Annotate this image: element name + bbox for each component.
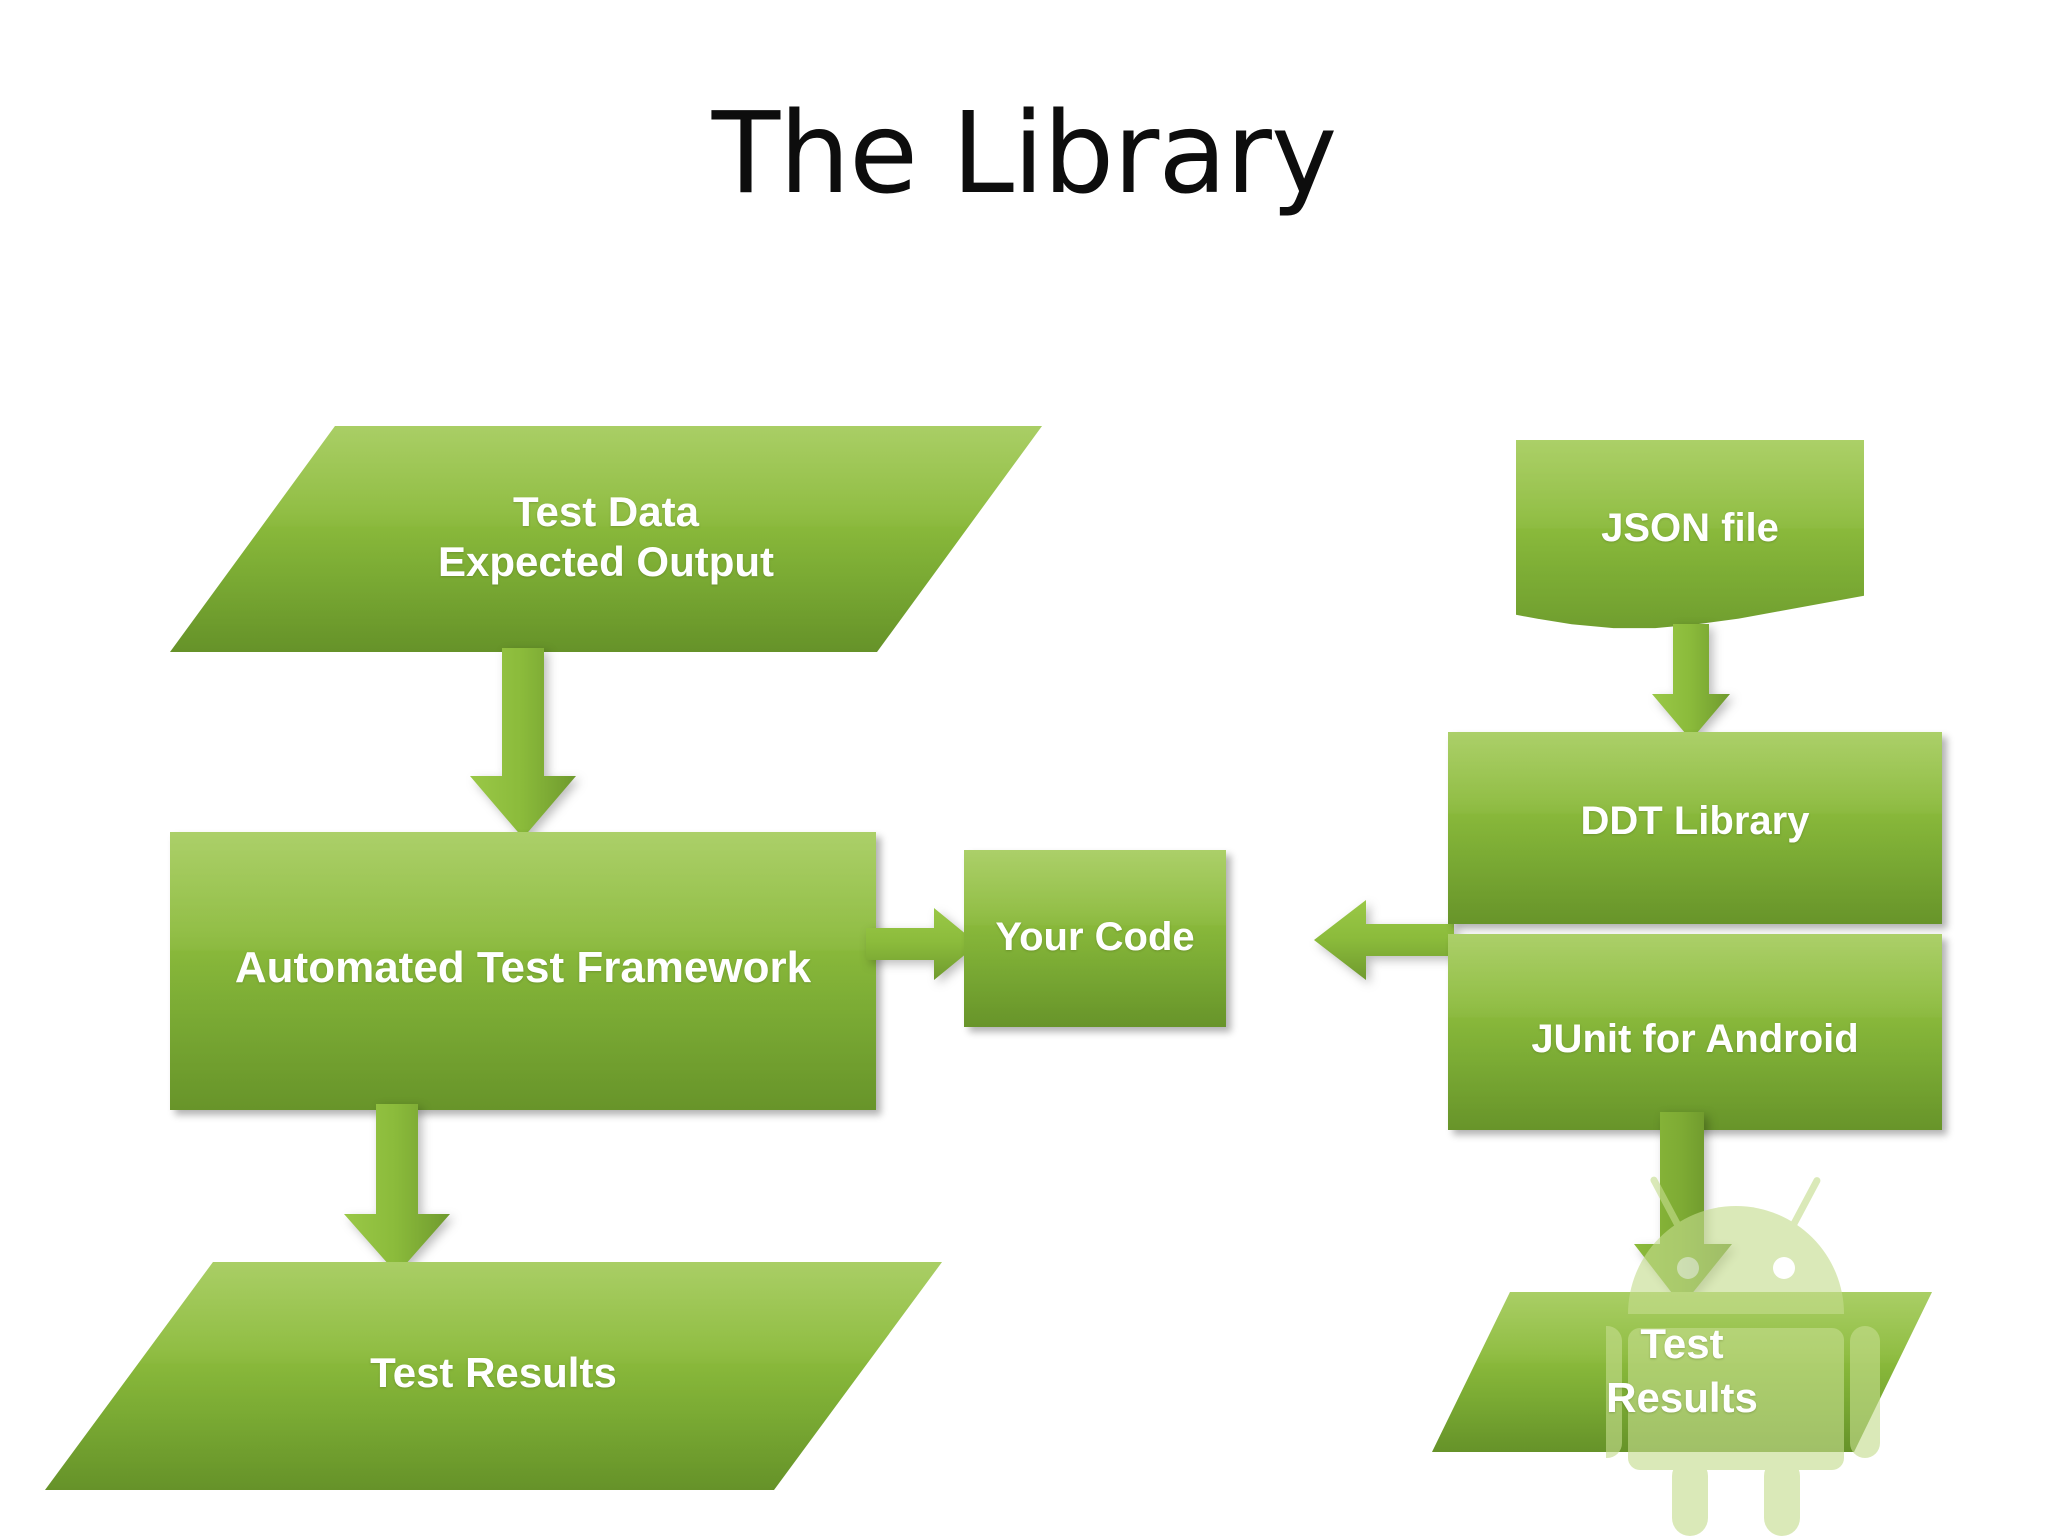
page-title: The Library bbox=[711, 89, 1338, 219]
arrow-down-test-data-to-framework bbox=[470, 648, 576, 838]
shape-automated-test-framework[interactable]: Automated Test Framework bbox=[170, 832, 876, 1110]
shape-fill bbox=[170, 426, 1042, 652]
shape-automated-test-framework-label: Automated Test Framework bbox=[234, 942, 812, 992]
arrow-right-framework-to-your-code bbox=[866, 908, 978, 980]
shape-fill bbox=[45, 1262, 942, 1490]
shape-ddt-library[interactable]: DDT Library bbox=[1448, 732, 1942, 924]
shape-your-code[interactable]: Your Code bbox=[964, 850, 1226, 1027]
shape-junit-for-android-label: JUnit for Android bbox=[1531, 1017, 1859, 1061]
arrow-down-framework-to-test-results bbox=[344, 1104, 450, 1274]
shape-your-code-label: Your Code bbox=[995, 914, 1195, 959]
shape-test-data[interactable]: Test Data Expected Output bbox=[170, 426, 1042, 652]
arrow-down-junit-to-test-results bbox=[1634, 1112, 1732, 1306]
arrow-left-library-to-your-code bbox=[1314, 900, 1454, 980]
shape-json-file[interactable]: JSON file bbox=[1516, 440, 1864, 630]
arrow-down-json-file-to-ddt-library bbox=[1652, 624, 1730, 740]
shape-fill bbox=[1432, 1292, 1932, 1452]
shape-test-results-left[interactable]: Test Results bbox=[45, 1262, 942, 1490]
shape-fill bbox=[1516, 440, 1864, 629]
shape-test-results-right[interactable]: Test Results bbox=[1432, 1292, 1932, 1452]
shape-ddt-library-label: DDT Library bbox=[1580, 799, 1810, 843]
shape-junit-for-android[interactable]: JUnit for Android bbox=[1448, 934, 1942, 1130]
